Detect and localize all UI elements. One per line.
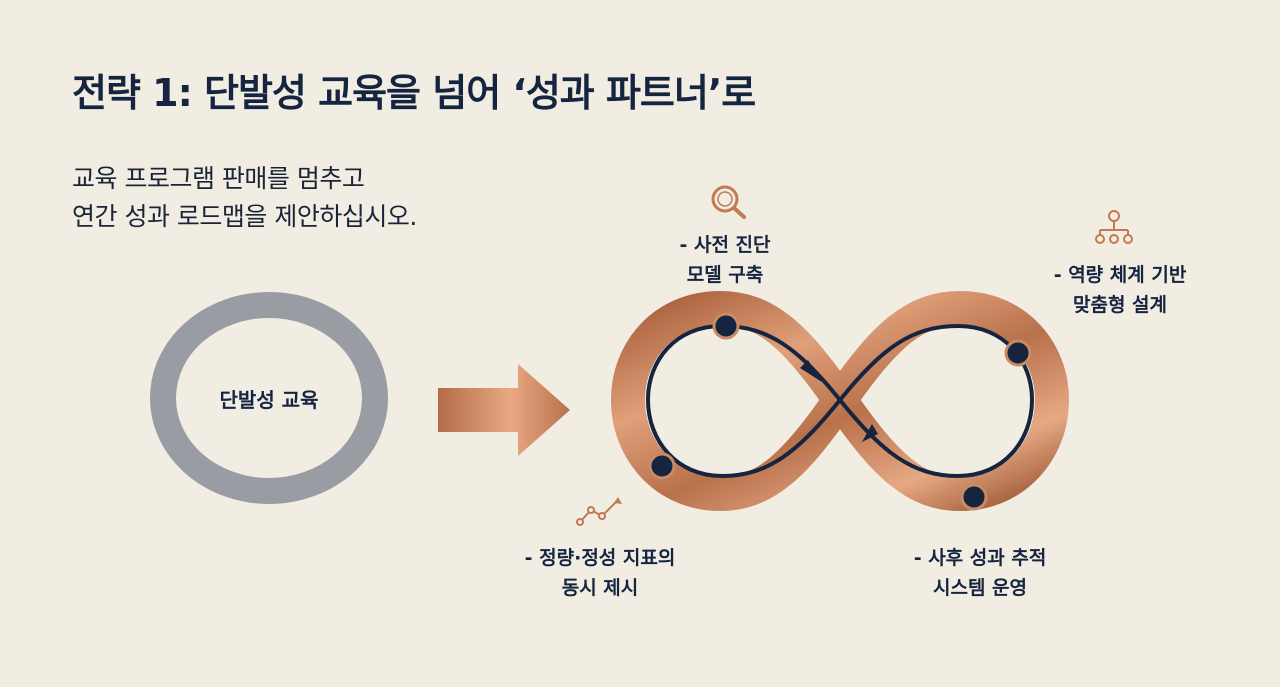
step-label-line-2: 시스템 운영 — [932, 577, 1027, 599]
step-metrics: - 정량·정성 지표의 동시 제시 — [490, 543, 710, 603]
subtitle-line-2: 연간 성과 로드맵을 제안하십시오. — [72, 202, 417, 231]
infinity-loop — [611, 291, 1069, 511]
one-off-training-ring: 단발성 교육 — [150, 292, 388, 504]
node-dot — [960, 483, 988, 511]
step-label-line-2: 모델 구축 — [686, 264, 764, 286]
hierarchy-icon — [1095, 210, 1133, 244]
transition-arrow-icon — [438, 364, 570, 456]
step-pre-diagnosis: - 사전 진단 모델 구축 — [640, 230, 810, 290]
node-dot — [648, 452, 676, 480]
infinity-inner-track — [645, 323, 1035, 479]
ring-label: 단발성 교육 — [219, 387, 319, 412]
step-label-line-1: - 정량·정성 지표의 — [524, 547, 676, 569]
magnifier-icon — [711, 185, 746, 219]
trend-line-icon — [576, 497, 622, 526]
node-dot — [1004, 339, 1032, 367]
step-label-line-1: - 사후 성과 추적 — [913, 547, 1047, 569]
step-label-line-2: 동시 제시 — [561, 577, 639, 599]
node-dot — [712, 312, 740, 340]
flow-arrow-icon — [862, 424, 878, 442]
step-label-line-1: - 역량 체계 기반 — [1053, 264, 1187, 286]
step-label-line-2: 맞춤형 설계 — [1072, 294, 1167, 316]
flow-arrow-icon — [800, 360, 822, 382]
page-title: 전략 1: 단발성 교육을 넘어 ‘성과 파트너’로 — [72, 71, 756, 115]
step-post-tracking: - 사후 성과 추적 시스템 운영 — [880, 543, 1080, 603]
step-label-line-1: - 사전 진단 — [679, 234, 771, 256]
subtitle: 교육 프로그램 판매를 멈추고 연간 성과 로드맵을 제안하십시오. — [72, 160, 417, 236]
step-competency-design: - 역량 체계 기반 맞춤형 설계 — [1020, 260, 1220, 320]
subtitle-line-1: 교육 프로그램 판매를 멈추고 — [72, 164, 365, 193]
